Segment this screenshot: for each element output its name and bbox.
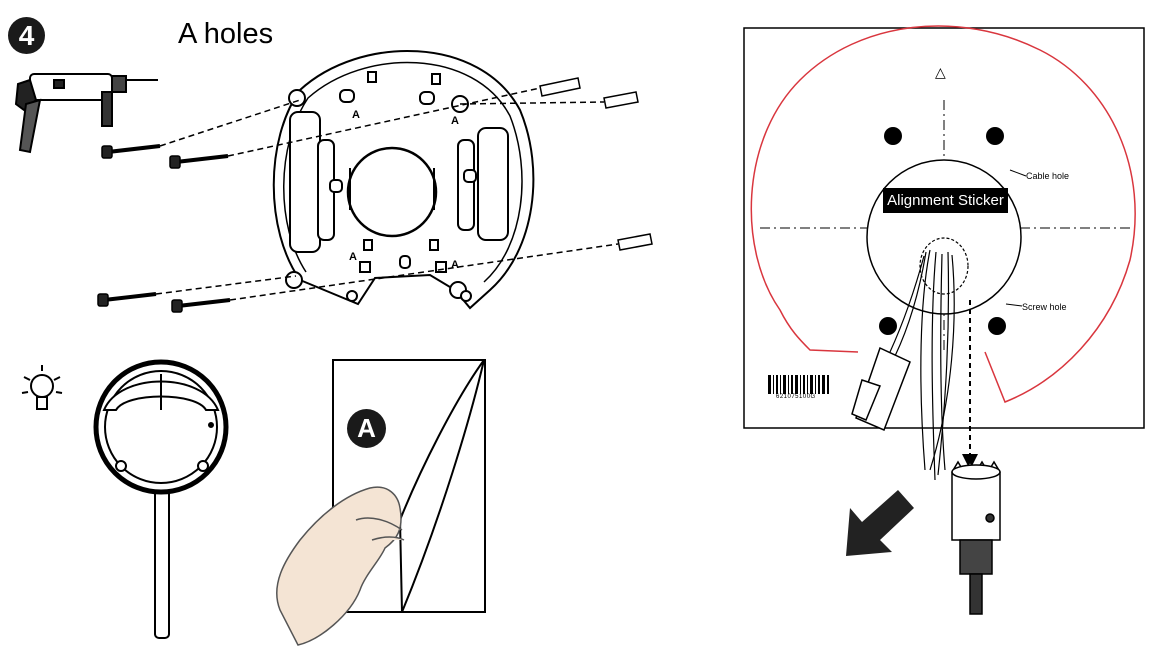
hand-illustration: [276, 486, 405, 646]
wall-plug-2: [603, 91, 639, 109]
hole-mark-a-1: A: [352, 109, 360, 121]
hole-mark-a-4: A: [451, 259, 459, 271]
cable-bundle: [889, 237, 969, 481]
step-number-badge: 4: [8, 17, 45, 54]
sticker-a-marker: A: [347, 409, 386, 448]
wall-plug-1: [539, 77, 581, 97]
barcode-number: 621075100G: [776, 394, 816, 400]
alignment-sticker-title: Alignment Sticker: [883, 188, 1008, 213]
power-drill-icon: [14, 73, 158, 154]
cable-connector: [851, 346, 911, 431]
cable-hole-label: Cable hole: [1026, 171, 1070, 181]
screw-top-right: [169, 154, 229, 169]
camera-dome-on-pole: [93, 359, 229, 639]
hole-saw-bit-icon: [951, 300, 1001, 615]
wall-plug-3: [617, 233, 653, 251]
screw-bottom-left: [97, 292, 157, 307]
alignment-sticker-sheet: [743, 25, 1145, 429]
step-title: A holes: [178, 18, 274, 50]
tip-lightbulb-icon: [21, 365, 63, 410]
barcode-icon: [768, 375, 829, 394]
mounting-plate: [272, 49, 535, 310]
hole-mark-a-3: A: [349, 251, 357, 263]
screw-bottom-right: [171, 298, 231, 313]
screw-top-left: [101, 144, 161, 159]
direction-arrow-icon: [846, 490, 914, 556]
peel-sticker-card: [332, 359, 486, 613]
hole-mark-a-2: A: [451, 115, 459, 127]
screw-hole-label: Screw hole: [1022, 302, 1067, 312]
screw-alignment-lines: [155, 87, 619, 301]
triangle-mark-icon: △: [935, 64, 946, 80]
